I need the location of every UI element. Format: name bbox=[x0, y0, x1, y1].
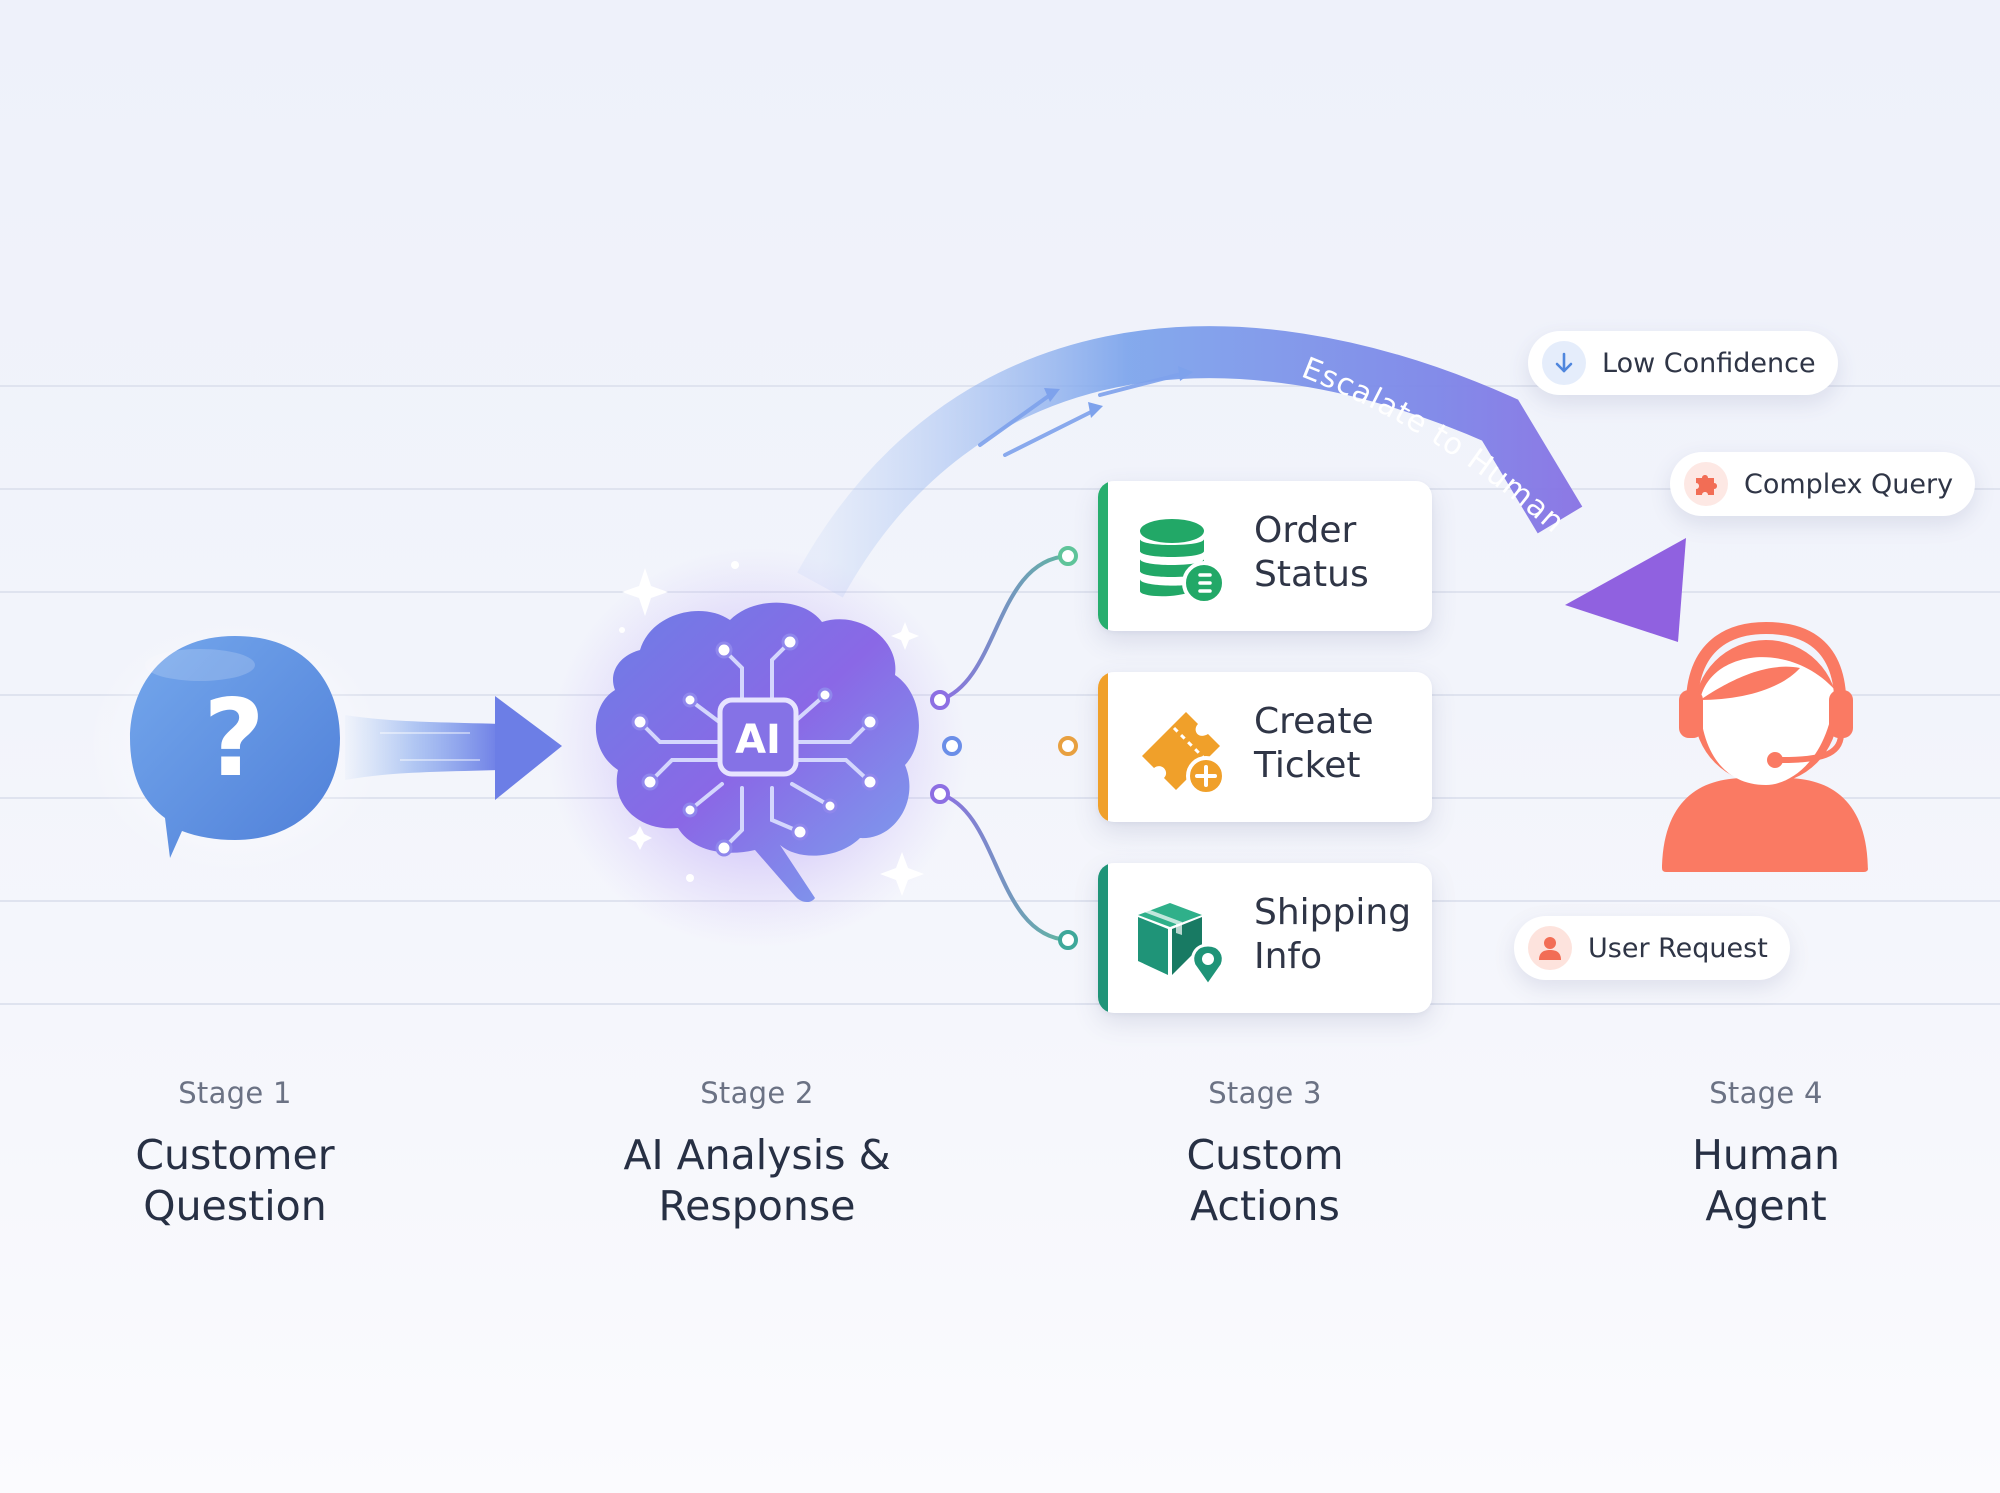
pill-label: Low Confidence bbox=[1602, 347, 1816, 379]
action-card-shipping-info[interactable]: Shipping Info bbox=[1098, 863, 1432, 1013]
reason-pill-low-confidence: Low Confidence bbox=[1528, 331, 1838, 395]
reason-pill-user-request: User Request bbox=[1514, 916, 1790, 980]
stage-1: Stage 1 Customer Question bbox=[25, 1076, 445, 1232]
ticket-icon bbox=[1142, 712, 1226, 796]
stage-number: Stage 4 bbox=[1709, 1076, 1823, 1110]
action-connectors bbox=[930, 546, 1078, 950]
ai-brain-icon: AI bbox=[548, 548, 968, 948]
pill-label: User Request bbox=[1588, 932, 1768, 964]
reason-pill-complex-query: Complex Query bbox=[1670, 452, 1976, 516]
ai-badge-label: AI bbox=[735, 717, 781, 763]
user-icon bbox=[1528, 926, 1572, 970]
package-location-icon bbox=[1138, 903, 1225, 988]
stage-title: Human Agent bbox=[1692, 1131, 1840, 1230]
pill-label: Complex Query bbox=[1744, 468, 1954, 500]
stage-4: Stage 4 Human Agent bbox=[1556, 1076, 1976, 1232]
card-accent-bar bbox=[1098, 672, 1108, 822]
card-label: Order Status bbox=[1254, 510, 1369, 595]
stage-title: Custom Actions bbox=[1186, 1131, 1344, 1230]
stage-title: Customer Question bbox=[135, 1131, 335, 1230]
stage-title: AI Analysis & Response bbox=[623, 1131, 891, 1230]
database-icon bbox=[1140, 519, 1226, 605]
arrow-down-icon bbox=[1542, 341, 1586, 385]
stage-3: Stage 3 Custom Actions bbox=[1055, 1076, 1475, 1232]
action-card-order-status[interactable]: Order Status bbox=[1098, 481, 1432, 631]
card-accent-bar bbox=[1098, 863, 1108, 1013]
stage-2: Stage 2 AI Analysis & Response bbox=[547, 1076, 967, 1232]
card-label: Create Ticket bbox=[1254, 701, 1374, 786]
sparkle-icons bbox=[619, 561, 924, 896]
stage-number: Stage 1 bbox=[178, 1076, 292, 1110]
stage-number: Stage 2 bbox=[700, 1076, 814, 1110]
card-label: Shipping Info bbox=[1254, 892, 1412, 977]
svg-text:?: ? bbox=[203, 677, 265, 800]
stage-number: Stage 3 bbox=[1208, 1076, 1322, 1110]
card-accent-bar bbox=[1098, 481, 1108, 631]
human-agent-icon bbox=[1662, 621, 1868, 872]
question-bubble-icon: ? bbox=[85, 616, 385, 876]
question-to-ai-arrow bbox=[345, 696, 562, 800]
action-card-create-ticket[interactable]: Create Ticket bbox=[1098, 672, 1432, 822]
puzzle-icon bbox=[1684, 462, 1728, 506]
